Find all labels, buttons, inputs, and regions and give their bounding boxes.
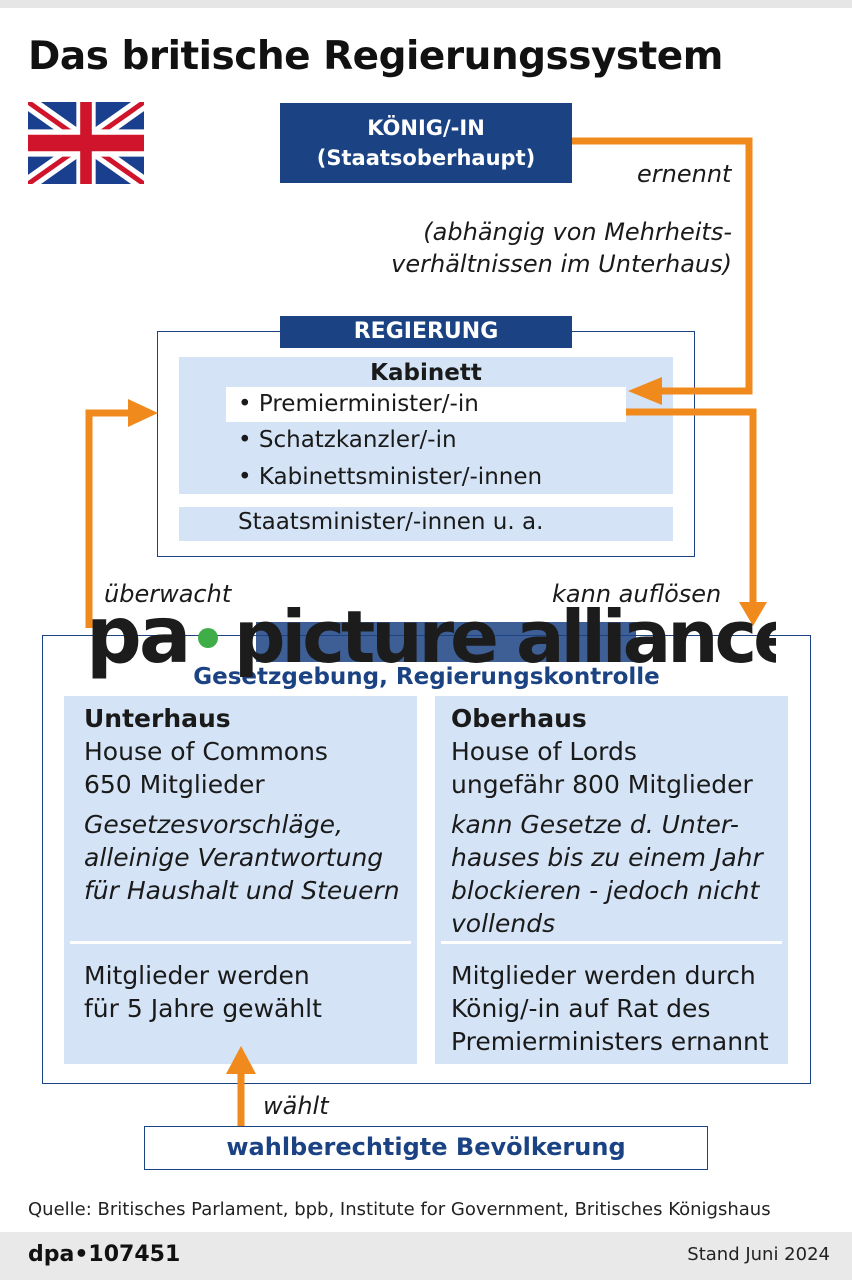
page-title: Das britische Regierungssystem [28, 34, 723, 79]
upper-house-role-line3: blockieren - jedoch nicht [451, 876, 760, 905]
monarch-title: KÖNIG/-IN [367, 116, 485, 140]
monitors-arrow [85, 409, 130, 628]
lower-house-members: 650 Mitglieder [84, 770, 265, 799]
state-ministers-label: Staatsminister/-innen u. a. [238, 509, 544, 535]
dpa-id: dpa•107451 [28, 1242, 181, 1267]
monarch-subtitle: (Staatsoberhaupt) [316, 146, 536, 170]
picture-alliance-watermark: pa picture alliance [86, 591, 776, 681]
stand-date: Stand Juni 2024 [687, 1244, 830, 1265]
footer-bar [0, 1232, 852, 1280]
lower-house-box [64, 696, 417, 1064]
lower-house-role-line2: alleinige Verantwortung [84, 843, 384, 872]
upper-house-role-line2: hauses bis zu einem Jahr [451, 843, 763, 872]
cabinet-title: Kabinett [370, 360, 482, 386]
lower-house-english: House of Commons [84, 737, 328, 766]
state-ministers-box [179, 507, 673, 541]
appoints-arrow [572, 137, 753, 395]
appoints-note-line1: (abhängig von Mehrheits- [423, 218, 732, 246]
cabinet-member-chancellor: • Schatzkanzler/-in [238, 427, 457, 453]
monitors-arrowhead [128, 399, 158, 427]
upper-house-name: Oberhaus [451, 704, 587, 733]
top-strip [0, 0, 852, 8]
cabinet-box [179, 357, 673, 494]
upper-house-election-line1: Mitglieder werden durch [451, 961, 756, 990]
government-title: REGIERUNG [280, 316, 572, 348]
lower-house-election-line2: für 5 Jahre gewählt [84, 994, 322, 1023]
elects-label: wählt [263, 1092, 329, 1120]
dissolve-arrowhead [739, 602, 767, 626]
upper-house-role-line1: kann Gesetze d. Unter- [451, 810, 739, 839]
upper-house-english: House of Lords [451, 737, 637, 766]
dissolve-label: kann auflösen [552, 580, 722, 608]
upper-house-role-line4: vollends [451, 909, 556, 938]
svg-text:picture alliance: picture alliance [234, 595, 776, 679]
prime-minister-row [226, 387, 626, 422]
upper-house-election-line3: Premierministers ernannt [451, 1027, 769, 1056]
parliament-subtitle: Gesetzgebung, Regierungskontrolle [193, 664, 660, 690]
upper-house-box [435, 696, 788, 1064]
monarch-box: KÖNIG/-IN (Staatsoberhaupt) [280, 103, 572, 183]
source-note: Quelle: Britisches Parlament, bpb, Insti… [28, 1199, 771, 1220]
lower-house-role-line3: für Haushalt und Steuern [84, 876, 400, 905]
appoints-note-line2: verhältnissen im Unterhaus) [391, 250, 732, 278]
uk-flag-icon [28, 102, 144, 184]
lower-house-role-line1: Gesetzesvorschläge, [84, 810, 343, 839]
upper-house-divider [441, 941, 782, 944]
appoints-arrowhead [628, 377, 662, 405]
upper-house-election-line2: König/-in auf Rat des [451, 994, 711, 1023]
monitors-label: überwacht [104, 580, 232, 608]
lower-house-divider [70, 941, 411, 944]
cabinet-member-ministers: • Kabinettsminister/-innen [238, 464, 543, 490]
electorate-box: wahlberechtigte Bevölkerung [144, 1126, 708, 1170]
cabinet-member-prime-minister: • Premierminister/-in [238, 391, 479, 417]
appoints-label: ernennt [637, 160, 732, 188]
elects-arrowhead [226, 1046, 256, 1074]
lower-house-name: Unterhaus [84, 704, 231, 733]
upper-house-members: ungefähr 800 Mitglieder [451, 770, 753, 799]
svg-text:pa: pa [86, 591, 188, 681]
lower-house-election-line1: Mitglieder werden [84, 961, 310, 990]
dissolve-arrow [626, 408, 757, 605]
